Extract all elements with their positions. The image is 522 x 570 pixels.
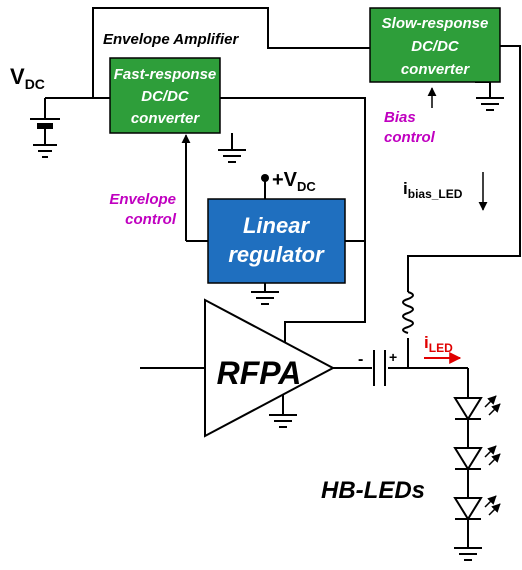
- ground-linear-regulator: [251, 283, 279, 305]
- fast-converter-label: Fast-response DC/DC converter: [114, 66, 217, 127]
- coupling-capacitor: [373, 350, 386, 386]
- hb-leds-label: HB-LEDs: [321, 477, 425, 504]
- svg-text:Envelope: Envelope: [109, 191, 176, 208]
- svg-text:Linear: Linear: [243, 213, 310, 238]
- vdc-battery: [30, 98, 60, 158]
- ground-leds: [454, 547, 482, 561]
- capacitor-plus-label: +: [389, 349, 397, 365]
- bias-control-label: Bias control: [384, 109, 436, 146]
- ground-rfpa: [269, 392, 297, 428]
- rfpa-amplifier: [204, 298, 336, 438]
- ground-slow-converter: [475, 81, 504, 111]
- envelope-control-label: Envelope control: [109, 191, 177, 228]
- led-1: [453, 395, 501, 421]
- bias-choke-inductor: [402, 291, 414, 334]
- linear-regulator-box: [207, 198, 346, 284]
- svg-text:control: control: [125, 211, 177, 228]
- iled-label: iLED: [424, 333, 453, 355]
- slow-converter-box: [369, 7, 501, 83]
- svg-text:Fast-response: Fast-response: [114, 66, 217, 83]
- envelope-amplifier-label: Envelope Amplifier: [103, 31, 239, 48]
- slow-converter-label: Slow-response DC/DC converter: [382, 15, 489, 78]
- linear-regulator-label: Linear regulator: [228, 213, 325, 267]
- svg-text:converter: converter: [401, 61, 471, 78]
- capacitor-minus-label: -: [358, 351, 363, 368]
- vdc-regulator-label: +VDC: [272, 169, 316, 194]
- ibias-label: ibias_LED: [403, 179, 463, 201]
- svg-text:DC/DC: DC/DC: [411, 38, 460, 55]
- vdc-terminal-dot: [261, 174, 269, 182]
- led-2: [453, 445, 501, 471]
- svg-text:Bias: Bias: [384, 109, 416, 126]
- svg-text:converter: converter: [131, 110, 201, 127]
- fast-converter-box: [109, 57, 221, 134]
- rfpa-label: RFPA: [217, 355, 302, 391]
- led-3: [453, 495, 501, 521]
- svg-text:control: control: [384, 129, 436, 146]
- svg-text:Slow-response: Slow-response: [382, 15, 489, 32]
- led-string: [453, 395, 501, 521]
- ground-fast-converter: [218, 133, 246, 163]
- svg-text:regulator: regulator: [228, 242, 325, 267]
- vdc-main-label: VDC: [10, 64, 45, 92]
- svg-text:DC/DC: DC/DC: [141, 88, 190, 105]
